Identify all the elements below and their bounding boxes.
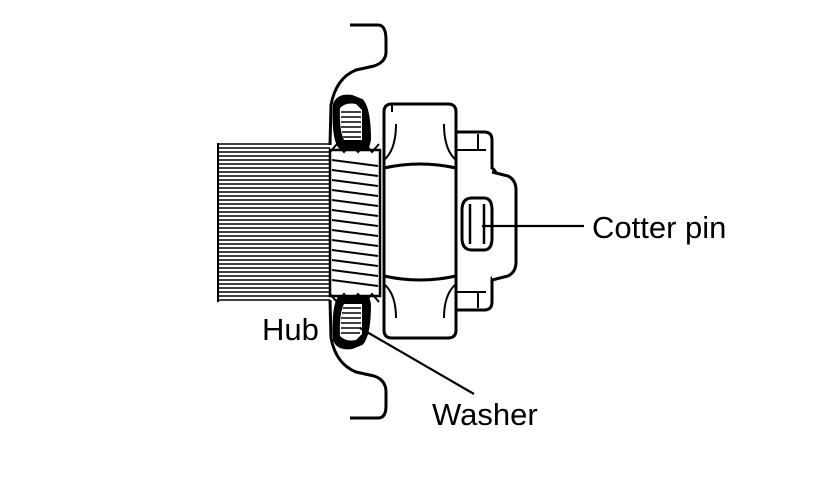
thread-line bbox=[331, 249, 379, 257]
washer-leader bbox=[359, 327, 475, 395]
washer-label: Washer bbox=[432, 397, 538, 432]
thread-line bbox=[331, 239, 379, 247]
cotter-pin-label: Cotter pin bbox=[592, 210, 727, 245]
hub-wall-outline-lower bbox=[328, 299, 388, 420]
thread-line bbox=[331, 269, 379, 277]
hub-label: Hub bbox=[262, 312, 319, 347]
threaded-stud bbox=[328, 142, 382, 304]
thread-line bbox=[331, 219, 379, 227]
hub-wall-outline bbox=[328, 23, 388, 146]
cotter-pin bbox=[460, 196, 494, 252]
hex-nut bbox=[382, 102, 458, 340]
washer-lower bbox=[332, 295, 372, 350]
thread-line bbox=[331, 229, 379, 237]
thread-line bbox=[331, 279, 379, 287]
thread-line bbox=[331, 159, 379, 167]
washer-upper bbox=[332, 94, 372, 149]
thread-line bbox=[331, 189, 379, 197]
thread-line bbox=[331, 209, 379, 217]
thread-line bbox=[331, 179, 379, 187]
thread-line bbox=[331, 199, 379, 207]
hub-shaft bbox=[218, 143, 330, 301]
thread-line bbox=[331, 169, 379, 177]
thread-line bbox=[331, 259, 379, 267]
